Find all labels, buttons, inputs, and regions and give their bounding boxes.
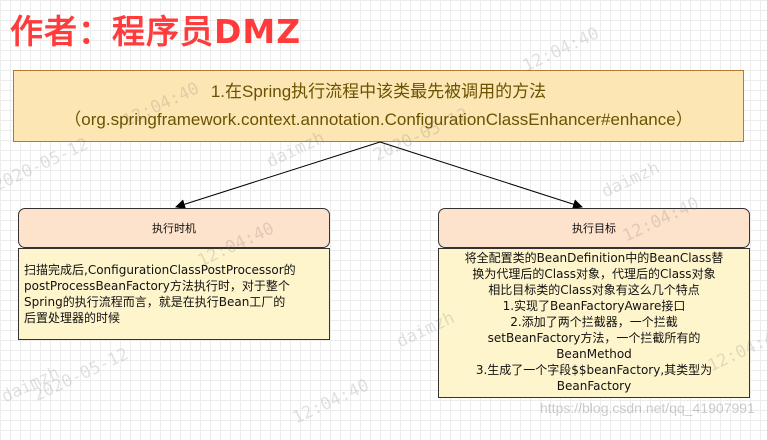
main-box-line-1: 1.在Spring执行流程中该类最先被调用的方法 <box>210 82 547 101</box>
left-node-title: 执行时机 <box>152 222 196 235</box>
right-node-line: 相比目标类的Class对象有这么几个特点 <box>488 283 700 297</box>
right-node-title: 执行目标 <box>572 222 616 235</box>
left-node-body[interactable]: 扫描完成后,ConfigurationClassPostProcessor的 p… <box>18 248 330 340</box>
right-node-body[interactable]: 将全配置类的BeanDefinition中的BeanClass替 换为代理后的C… <box>438 248 750 398</box>
edge-to-right-node <box>379 141 583 210</box>
right-node-line: 2.添加了两个拦截器，一个拦截 <box>510 315 678 329</box>
left-node-line: 扫描完成后,ConfigurationClassPostProcessor的 <box>24 263 296 277</box>
right-node-header[interactable]: 执行目标 <box>438 208 750 248</box>
edge-to-left-node <box>175 141 381 210</box>
left-node-line: postProcessBeanFactory方法执行时，对于整个 <box>24 279 290 293</box>
author-title: 作者：程序员DMZ <box>10 12 302 51</box>
right-node-line: BeanMethod <box>556 347 632 361</box>
right-node-line: 将全配置类的BeanDefinition中的BeanClass替 <box>464 251 724 265</box>
right-node-line: BeanFactory <box>556 379 632 393</box>
left-node-line: Spring的执行流程而言，就是在执行Bean工厂的 <box>24 295 286 309</box>
right-node-line: setBeanFactory方法，一个拦截所有的 <box>487 331 701 345</box>
main-method-box[interactable]: 1.在Spring执行流程中该类最先被调用的方法 （org.springfram… <box>13 70 744 142</box>
right-node-line: 换为代理后的Class对象，代理后的Class对象 <box>472 267 716 281</box>
left-node-header[interactable]: 执行时机 <box>18 208 330 248</box>
right-node-line: 3.生成了一个字段$$beanFactory,其类型为 <box>475 363 713 377</box>
main-box-line-2: （org.springframework.context.annotation.… <box>64 110 693 129</box>
left-node-line: 后置处理器的时候 <box>24 311 121 325</box>
right-node-line: 1.实现了BeanFactoryAware接口 <box>502 299 686 313</box>
